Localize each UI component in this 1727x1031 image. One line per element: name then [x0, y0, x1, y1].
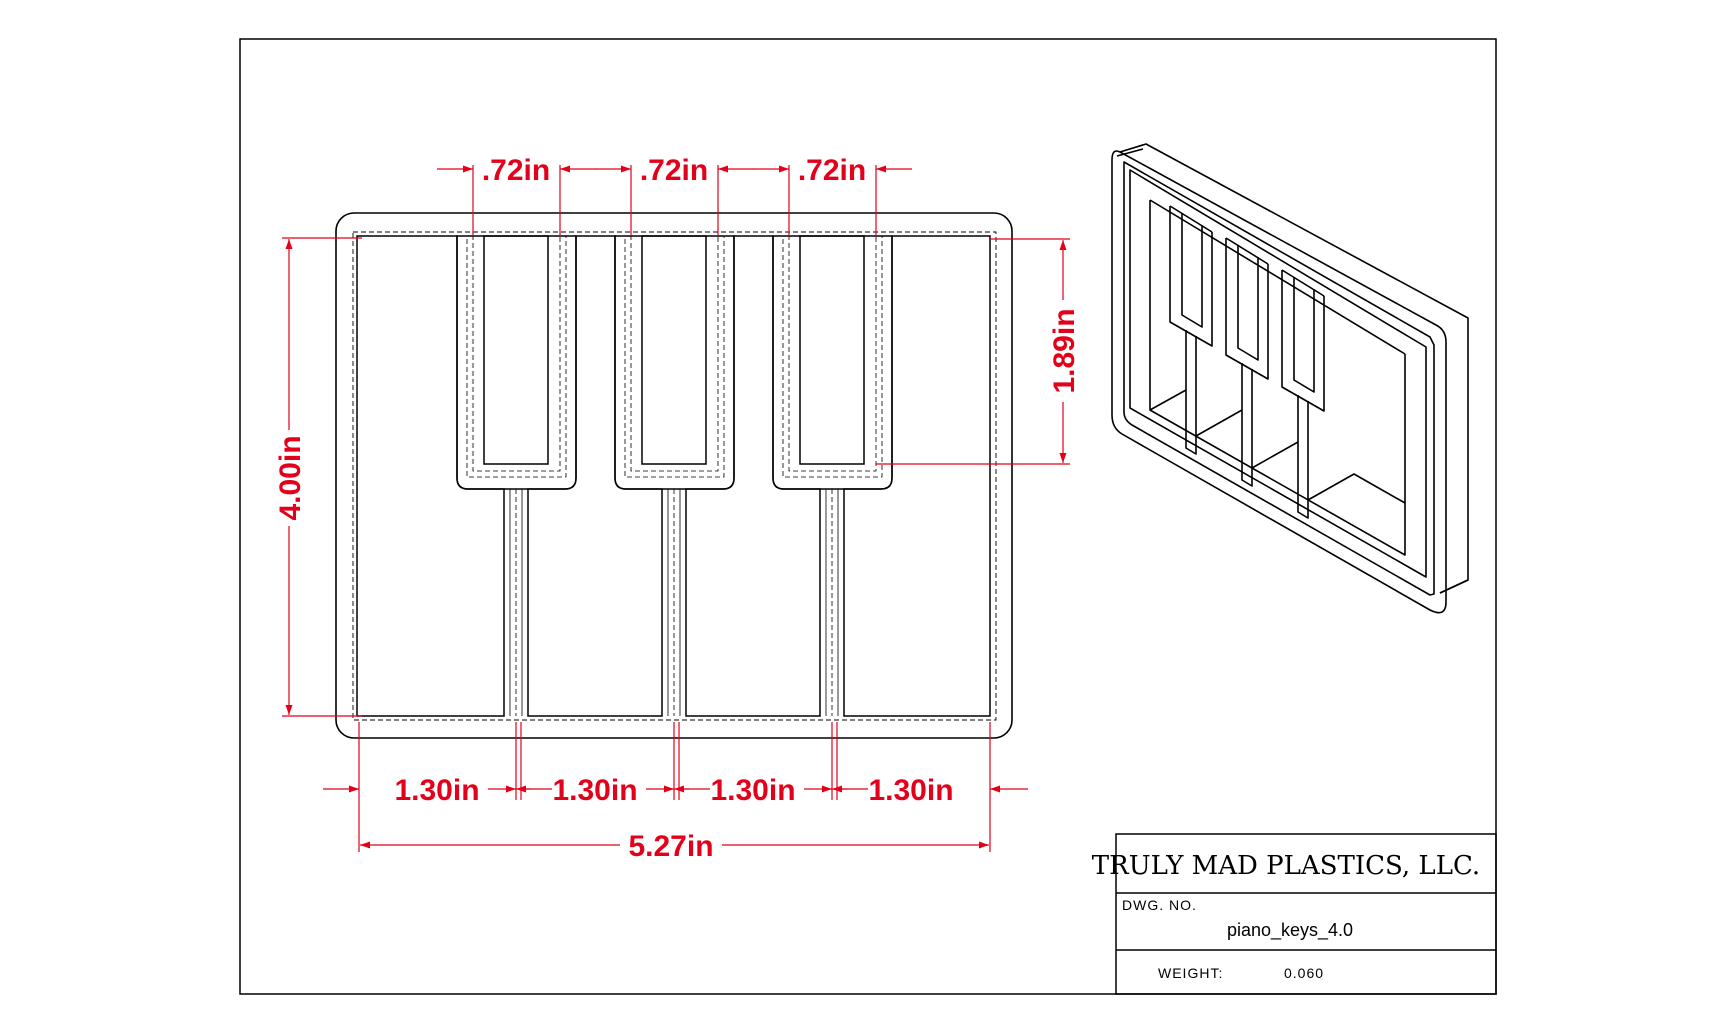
- top-view: [335, 212, 1013, 739]
- dwg-no-label: DWG. NO.: [1122, 897, 1197, 913]
- isometric-view: [1111, 143, 1469, 614]
- weight-value: 0.060: [1284, 965, 1324, 981]
- black-key-wall-3: [772, 235, 893, 490]
- dimensions: [282, 165, 1070, 852]
- hidden-boundary: [352, 231, 997, 721]
- black-key-opening-2: [641, 235, 707, 465]
- dim-black-key-width-3: .72in: [798, 154, 866, 187]
- title-block: [1115, 833, 1497, 995]
- dim-white-key-width-3: 1.30in: [710, 774, 795, 807]
- black-key-wall-2: [614, 235, 735, 490]
- weight-label: WEIGHT:: [1158, 965, 1223, 981]
- dim-black-key-width-2: .72in: [640, 154, 708, 187]
- title-block-text: TRULY MAD PLASTICS, LLC. DWG. NO. piano_…: [1092, 851, 1480, 981]
- black-key-opening-1: [483, 235, 549, 465]
- cutter-outer-wall: [356, 235, 991, 717]
- black-key-wall-1: [456, 235, 577, 490]
- company-name: TRULY MAD PLASTICS, LLC.: [1092, 851, 1480, 881]
- dim-white-key-width-2: 1.30in: [552, 774, 637, 807]
- dim-overall-width: 5.27in: [628, 830, 713, 863]
- dim-white-key-width-4: 1.30in: [868, 774, 953, 807]
- dim-black-key-width-1: .72in: [482, 154, 550, 187]
- black-key-opening-3: [799, 235, 865, 465]
- dwg-no-value: piano_keys_4.0: [1227, 920, 1353, 941]
- dim-black-key-length: 1.89in: [1048, 308, 1081, 393]
- sheet-border: [239, 38, 1497, 995]
- dimension-labels: .72in .72in .72in 4.00in 1.89in 1.30in 1…: [274, 154, 1081, 863]
- dim-white-key-width-1: 1.30in: [394, 774, 479, 807]
- dim-overall-height: 4.00in: [274, 435, 307, 520]
